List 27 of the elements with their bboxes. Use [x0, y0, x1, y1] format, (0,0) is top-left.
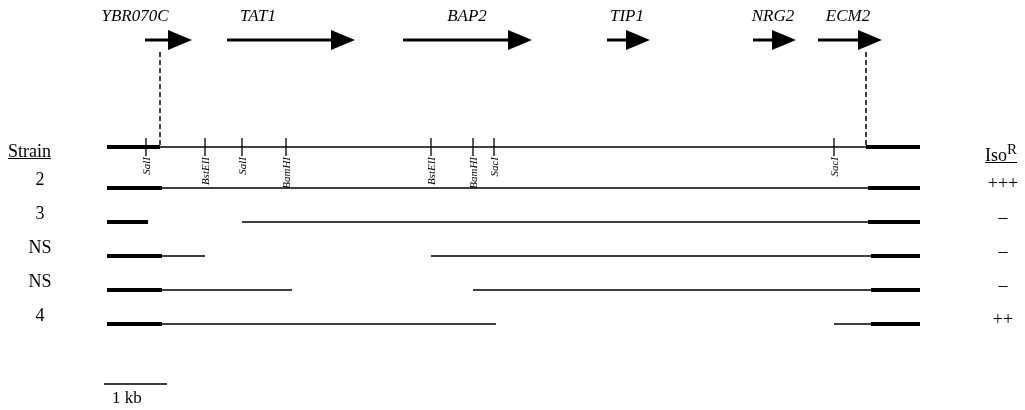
resistance-value: – — [998, 206, 1008, 228]
resistance-value: – — [998, 240, 1008, 262]
scale-label: 1 kb — [112, 388, 142, 408]
restriction-site-label: SacI — [828, 157, 840, 177]
restriction-site-label: BamHI — [467, 157, 479, 189]
restriction-site-label: BstEII — [199, 157, 211, 186]
restriction-site-label: SacI — [488, 157, 500, 177]
column-heading: Iso$^{R}$ — [985, 141, 1017, 166]
resistance-value: – — [998, 274, 1008, 296]
resistance-value: +++ — [987, 172, 1019, 194]
resistance-value: ++ — [992, 308, 1014, 330]
gene-name: NRG2 — [751, 6, 795, 26]
strain-label: 2 — [35, 168, 45, 190]
restriction-site-label: BstEII — [425, 157, 437, 186]
restriction-site-label: BamHI — [280, 157, 292, 189]
restriction-site-label: SalI — [236, 157, 248, 175]
strain-label: 3 — [35, 202, 45, 224]
gene-name: BAP2 — [447, 6, 487, 26]
strain-label: NS — [28, 270, 52, 292]
gene-name: TAT1 — [240, 6, 276, 26]
column-heading: Strain — [8, 141, 51, 162]
gene-name: YBR070C — [101, 6, 169, 26]
gene-name: TIP1 — [610, 6, 644, 26]
strain-label: NS — [28, 236, 52, 258]
restriction-site-label: SalI — [140, 157, 152, 175]
gene-name: ECM2 — [825, 6, 871, 26]
strain-label: 4 — [35, 304, 45, 326]
